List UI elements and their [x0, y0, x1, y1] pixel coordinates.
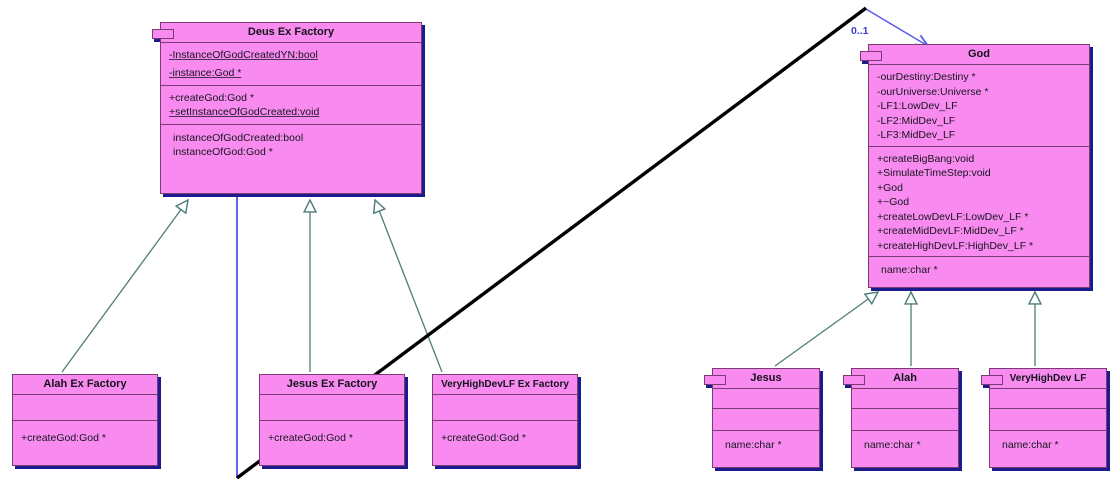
class-operations-alah-ex-factory: +createGod:God *	[13, 421, 157, 448]
generalization-alah-ex-factory	[61, 200, 188, 373]
extra-row: name:char *	[725, 439, 782, 451]
class-title-veryhighdevlf-ex-factory: VeryHighDevLF Ex Factory	[433, 375, 577, 395]
class-attributes-veryhighdev-lf	[990, 389, 1106, 409]
attribute-row: -instance:God *	[169, 66, 242, 79]
class-attributes-jesus-ex-factory	[260, 395, 404, 421]
operation-row: +createBigBang:void	[877, 152, 975, 165]
operation-row: +createHighDevLF:HighDev_LF *	[877, 239, 1034, 252]
class-icon-tab-god	[860, 51, 882, 64]
class-operations-veryhighdevlf-ex-factory: +createGod:God *	[433, 421, 577, 448]
class-operations-god: +createBigBang:void +SimulateTimeStep:vo…	[869, 147, 1089, 257]
class-title-veryhighdev-lf: VeryHighDev LF	[990, 369, 1106, 389]
class-extra-jesus: name:char *	[713, 431, 819, 455]
class-extra-veryhighdev-lf: name:char *	[990, 431, 1106, 455]
operation-row: +createLowDevLF:LowDev_LF *	[877, 210, 1029, 223]
operation-row: +createGod:God *	[441, 432, 526, 444]
operation-row: +SimulateTimeStep:void	[877, 167, 991, 179]
class-operations-deus-ex-factory: +createGod:God * +setInstanceOfGodCreate…	[161, 86, 421, 125]
class-attributes-alah	[852, 389, 958, 409]
attribute-row: -LF2:MidDev_LF	[877, 114, 956, 127]
class-title-alah: Alah	[852, 369, 958, 389]
class-box-veryhighdev-lf[interactable]: VeryHighDev LF name:char *	[981, 368, 1107, 468]
attribute-row: -ourUniverse:Universe *	[877, 85, 989, 98]
extra-row: name:char *	[881, 264, 938, 276]
class-attributes-jesus	[713, 389, 819, 409]
class-title-god: God	[869, 45, 1089, 65]
class-operations-alah	[852, 409, 958, 431]
operation-row: +createGod:God *	[169, 91, 254, 104]
class-box-god[interactable]: God -ourDestiny:Destiny * -ourUniverse:U…	[860, 44, 1090, 288]
class-title-alah-ex-factory: Alah Ex Factory	[13, 375, 157, 395]
class-box-alah[interactable]: Alah name:char *	[843, 368, 959, 468]
extra-row: name:char *	[864, 439, 921, 451]
attribute-row: -LF3:MidDev_LF	[877, 129, 956, 141]
class-box-jesus[interactable]: Jesus name:char *	[704, 368, 820, 468]
operation-row: +createGod:God *	[268, 432, 353, 444]
class-icon-tab-alah	[843, 375, 865, 388]
class-extra-deus-ex-factory: instanceOfGodCreated:bool instanceOfGod:…	[161, 125, 421, 162]
class-icon-tab-deus-ex-factory	[152, 29, 174, 42]
attribute-row: -LF1:LowDev_LF	[877, 100, 958, 112]
class-operations-jesus	[713, 409, 819, 431]
class-attributes-alah-ex-factory	[13, 395, 157, 421]
class-icon-tab-jesus	[704, 375, 726, 388]
extra-row: instanceOfGodCreated:bool	[173, 131, 304, 144]
class-box-alah-ex-factory[interactable]: Alah Ex Factory +createGod:God *	[12, 374, 158, 466]
generalization-veryhighdevlf-ex-factory	[375, 200, 443, 373]
extra-row: name:char *	[1002, 439, 1059, 451]
class-attributes-veryhighdevlf-ex-factory	[433, 395, 577, 421]
class-box-deus-ex-factory[interactable]: Deus Ex Factory -InstanceOfGodCreatedYN:…	[152, 22, 422, 194]
operation-row: +God	[877, 181, 903, 194]
attribute-row: -InstanceOfGodCreatedYN:bool	[169, 49, 318, 61]
class-extra-god: name:char *	[869, 257, 1089, 280]
class-title-jesus: Jesus	[713, 369, 819, 389]
operation-row: +~God	[877, 196, 910, 208]
operation-row: +setInstanceOfGodCreated:void	[169, 106, 320, 118]
generalization-jesus	[774, 292, 878, 367]
class-icon-tab-veryhighdev-lf	[981, 375, 1003, 388]
attribute-row: -ourDestiny:Destiny *	[877, 71, 976, 83]
class-extra-alah: name:char *	[852, 431, 958, 455]
class-box-jesus-ex-factory[interactable]: Jesus Ex Factory +createGod:God *	[259, 374, 405, 466]
operation-row: +createMidDevLF:MidDev_LF *	[877, 225, 1024, 237]
class-operations-veryhighdev-lf	[990, 409, 1106, 431]
operation-row: +createGod:God *	[21, 432, 106, 444]
class-operations-jesus-ex-factory: +createGod:God *	[260, 421, 404, 448]
class-title-jesus-ex-factory: Jesus Ex Factory	[260, 375, 404, 395]
class-attributes-deus-ex-factory: -InstanceOfGodCreatedYN:bool -instance:G…	[161, 43, 421, 86]
class-title-deus-ex-factory: Deus Ex Factory	[161, 23, 421, 43]
extra-row: instanceOfGod:God *	[173, 146, 273, 158]
class-attributes-god: -ourDestiny:Destiny * -ourUniverse:Unive…	[869, 65, 1089, 147]
class-box-veryhighdevlf-ex-factory[interactable]: VeryHighDevLF Ex Factory +createGod:God …	[432, 374, 578, 466]
multiplicity-label-0-1: 0..1	[851, 25, 869, 37]
